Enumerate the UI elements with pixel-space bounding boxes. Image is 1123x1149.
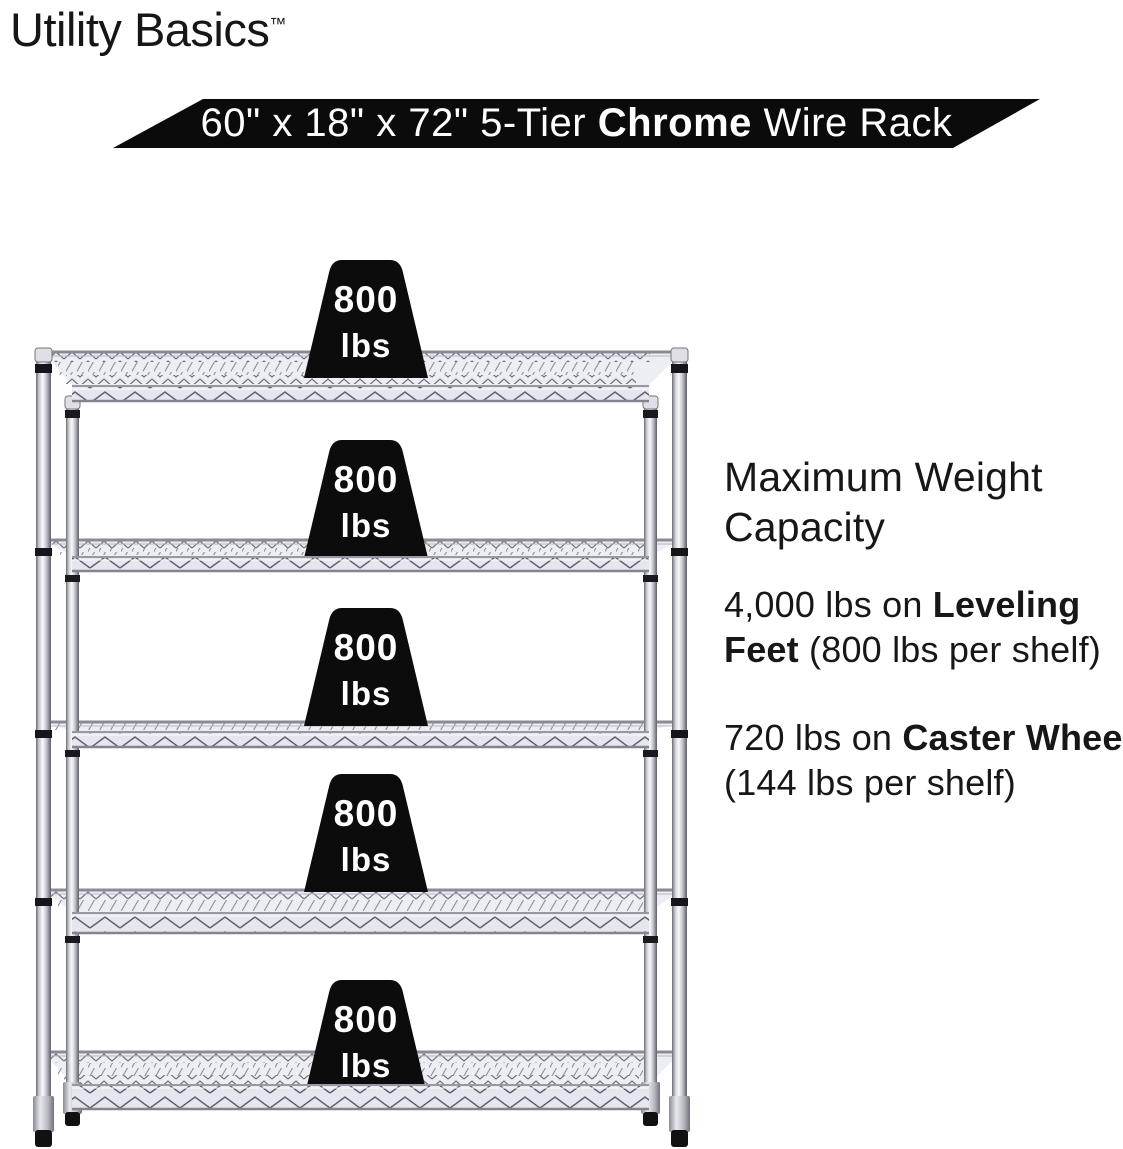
outer-posts <box>33 347 690 1147</box>
weight-icon <box>304 774 428 892</box>
shelf-front-rail <box>72 556 649 573</box>
spec-pre-text: 4,000 lbs on <box>724 584 933 626</box>
weight-badge: 800 lbs <box>304 774 428 892</box>
weight-unit: lbs <box>341 841 392 878</box>
capacity-spec-caster-wheels: 720 lbs on Caster Wheels (144 lbs per sh… <box>724 715 1123 806</box>
weight-badge: 800 lbs <box>304 440 428 558</box>
weight-value: 800 <box>334 279 399 320</box>
weight-badge: 800 lbs <box>304 608 428 726</box>
spec-post-text: (800 lbs per shelf) <box>798 629 1101 671</box>
spec-pre-text: 720 lbs on <box>724 716 903 758</box>
weight-unit: lbs <box>341 1047 392 1084</box>
brand-name: Utility Basics <box>10 3 270 56</box>
shelf-front-rail <box>72 1084 649 1111</box>
brand-logo: Utility Basics™ <box>10 2 286 57</box>
trademark-symbol: ™ <box>269 14 287 34</box>
spec-bold-text: Caster Wheels <box>902 716 1123 758</box>
weight-icon <box>304 440 428 558</box>
product-title-banner: 60" x 18" x 72" 5-Tier Chrome Wire Rack <box>113 99 1040 148</box>
rack-post <box>641 395 660 1126</box>
capacity-spec-leveling-feet: 4,000 lbs on Leveling Feet (800 lbs per … <box>724 582 1123 673</box>
banner-text-suffix: Wire Rack <box>751 101 953 145</box>
shelf-front-rail <box>72 385 649 403</box>
shelf-front-rails <box>72 385 649 1111</box>
shelf-front-rail <box>72 731 649 749</box>
rack-post <box>63 395 82 1126</box>
weight-value: 800 <box>334 999 399 1040</box>
capacity-details-panel: Maximum Weight Capacity 4,000 lbs on Lev… <box>724 452 1123 847</box>
weight-badges: 800 lbs 800 lbs 800 lbs 800 lbs 800 <box>304 260 428 1098</box>
rack-post <box>33 347 54 1147</box>
rack-shelf <box>43 888 682 912</box>
shelf-front-rail <box>72 912 649 935</box>
weight-badge: 800 lbs <box>304 980 428 1098</box>
banner-text-prefix: 60" x 18" x 72" 5-Tier <box>200 101 598 145</box>
weight-unit: lbs <box>341 507 392 544</box>
weight-icon <box>304 980 428 1098</box>
spec-bold-text: Leveling Feet <box>724 584 1081 671</box>
weight-icon <box>304 608 428 726</box>
spec-post-text: (144 lbs per shelf) <box>724 762 1016 804</box>
weight-unit: lbs <box>341 675 392 712</box>
weight-unit: lbs <box>341 327 392 364</box>
banner-text-highlight: Chrome <box>597 101 752 145</box>
capacity-heading: Maximum Weight Capacity <box>724 454 1043 551</box>
weight-value: 800 <box>334 459 399 500</box>
rack-post <box>669 347 690 1147</box>
weight-badge: 800 lbs <box>304 260 428 378</box>
weight-icon <box>304 260 428 378</box>
weight-value: 800 <box>334 627 399 668</box>
weight-value: 800 <box>334 793 399 834</box>
